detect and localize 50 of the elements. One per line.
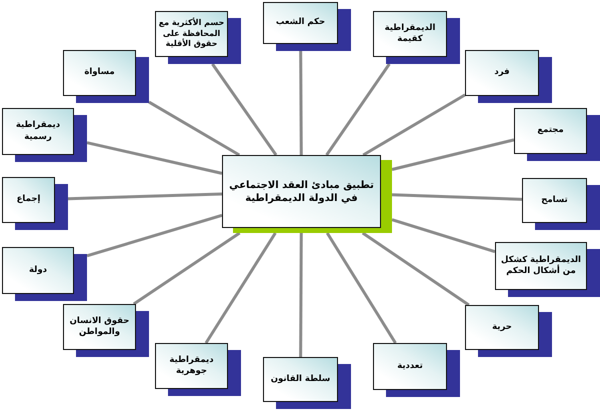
concept-label: دولة <box>29 264 47 276</box>
connector-line <box>132 232 240 306</box>
concept-box <box>263 2 351 51</box>
concept-box <box>263 357 351 409</box>
concept-label: حكم الشعب <box>276 17 326 29</box>
connector-line <box>68 192 222 200</box>
concept-label: تعددية <box>397 360 423 372</box>
concept-box <box>514 108 600 161</box>
concept-label: حقوق الانسان والمواطن <box>68 316 130 338</box>
concept-box <box>465 50 552 103</box>
connector-line <box>211 63 278 156</box>
connector-line <box>148 100 240 156</box>
concept-label: ديمقراطية جوهرية <box>168 354 215 378</box>
connector-line <box>86 141 222 175</box>
connector-line <box>392 138 514 171</box>
concept-label: مجتمع <box>537 125 564 137</box>
concept-box <box>2 108 87 162</box>
concept-label: الديمقراطية كقيمة <box>384 22 436 46</box>
concept-box <box>465 305 552 357</box>
concept-label: تسامح <box>541 194 568 206</box>
concept-box <box>2 177 68 230</box>
concept-box <box>155 343 241 396</box>
concept-label: سلطة القانون <box>270 374 330 386</box>
concept-label: ديمقراطية رسمية <box>14 120 62 143</box>
concept-label: الديمقراطية كشكل من أشكال الحكم <box>500 254 582 278</box>
concept-box <box>63 50 149 103</box>
connector-line <box>362 232 470 306</box>
concept-label: فرد <box>494 67 510 79</box>
concept-box <box>373 343 460 397</box>
concept-box <box>63 304 149 357</box>
concept-box <box>373 11 460 64</box>
concept-box <box>495 242 600 297</box>
connector-line <box>392 218 496 254</box>
concept-box <box>2 247 87 301</box>
connector-line <box>362 94 466 156</box>
concept-label: حرية <box>492 322 512 334</box>
concept-label: حسم الأكثرية مع المحافظة على حقوق الأقلية <box>158 18 225 50</box>
concept-box <box>522 178 600 230</box>
connector-line <box>299 232 303 358</box>
concept-label: مساواة <box>84 67 115 79</box>
connector-line <box>326 232 397 344</box>
central-topic-box <box>222 155 392 233</box>
connector-line <box>299 50 303 156</box>
connector-line <box>325 63 391 156</box>
connector-line <box>204 232 277 344</box>
connector-line <box>392 193 522 201</box>
concept-box <box>155 11 241 64</box>
central-topic-label: تطبيق مبادئ العقد الاجتماعي في الدولة الديمقراطية <box>228 178 375 204</box>
connector-line <box>86 214 222 258</box>
concept-label: إجماع <box>16 194 40 206</box>
